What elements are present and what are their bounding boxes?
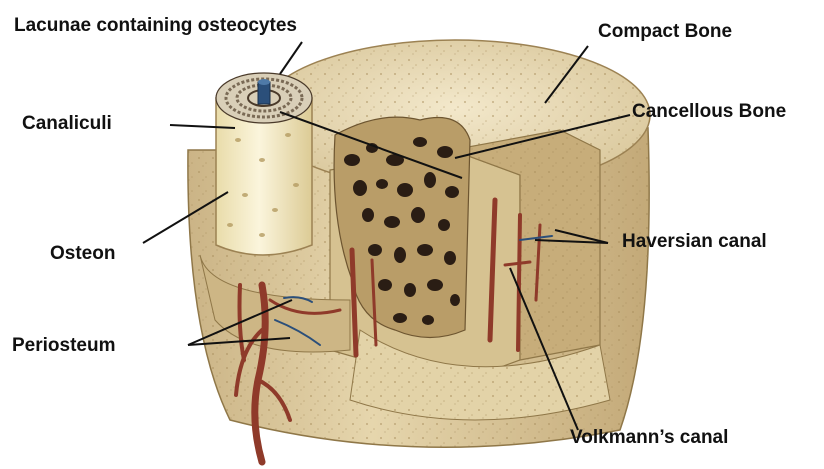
label-cancellous-bone: Cancellous Bone <box>632 102 786 121</box>
label-compact-bone: Compact Bone <box>598 22 732 41</box>
label-canaliculi: Canaliculi <box>22 114 112 133</box>
osteon-cylinder <box>216 73 312 255</box>
label-lacunae: Lacunae containing osteocytes <box>14 16 297 35</box>
label-volkmanns-canal: Volkmann’s canal <box>570 428 728 447</box>
label-osteon: Osteon <box>50 244 115 263</box>
label-periosteum: Periosteum <box>12 336 115 355</box>
label-haversian-canal: Haversian canal <box>622 232 767 251</box>
pointer-lacunae <box>280 42 302 74</box>
